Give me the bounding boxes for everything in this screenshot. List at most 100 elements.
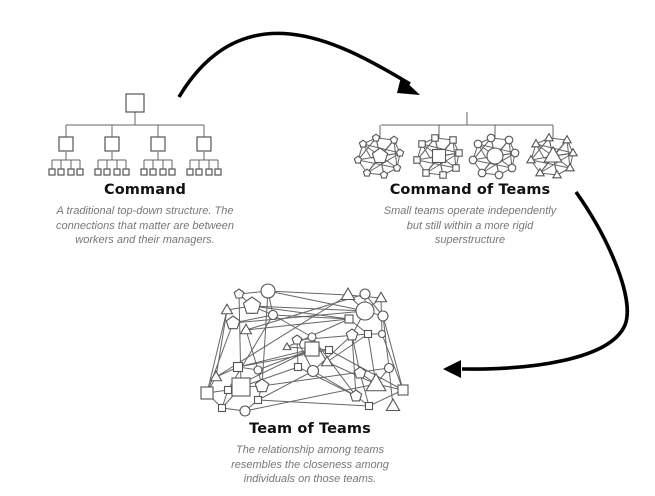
square-node bbox=[364, 401, 374, 411]
pentagon-node bbox=[395, 148, 405, 157]
team-link bbox=[357, 159, 398, 169]
square-node bbox=[231, 377, 251, 397]
network-link bbox=[326, 333, 369, 363]
team-of-teams-description-line: resembles the closeness among bbox=[231, 458, 389, 471]
square-node bbox=[113, 168, 121, 176]
command-of-teams-description-line: Small teams operate independently bbox=[383, 205, 557, 217]
triangle-node bbox=[282, 341, 292, 351]
square-node bbox=[293, 362, 303, 372]
square-node bbox=[431, 134, 439, 142]
circle-node bbox=[377, 329, 387, 339]
triangle-node bbox=[385, 398, 401, 412]
pentagon-node bbox=[379, 170, 389, 179]
triangle-node bbox=[534, 167, 546, 177]
triangle-node bbox=[530, 138, 542, 148]
square-node bbox=[363, 329, 373, 339]
square-node bbox=[57, 168, 65, 176]
network-link bbox=[272, 314, 350, 320]
pentagon-node bbox=[358, 139, 368, 148]
network-link bbox=[351, 334, 361, 374]
square-node bbox=[422, 169, 430, 177]
triangle-node bbox=[220, 303, 234, 315]
square-node bbox=[58, 136, 74, 152]
team-link bbox=[357, 137, 377, 161]
square-node bbox=[200, 386, 214, 400]
circle-node bbox=[507, 163, 517, 173]
square-node bbox=[452, 164, 460, 172]
team-of-teams-description-line: The relationship among teams bbox=[236, 444, 384, 456]
network-link bbox=[382, 315, 404, 391]
square-node bbox=[455, 149, 463, 157]
network-link bbox=[267, 290, 366, 312]
square-node bbox=[232, 361, 244, 373]
square-node bbox=[125, 93, 145, 113]
triangle-node bbox=[567, 147, 579, 157]
team-link bbox=[530, 137, 550, 161]
square-node bbox=[48, 168, 56, 176]
network-link bbox=[382, 315, 390, 369]
network-link bbox=[237, 348, 313, 368]
pentagon-node bbox=[345, 328, 359, 341]
network-link bbox=[245, 318, 350, 331]
team-of-teams-description-line: individuals on those teams. bbox=[243, 473, 377, 485]
square-node bbox=[324, 345, 334, 355]
square-node bbox=[413, 156, 421, 164]
pentagon-node bbox=[349, 389, 363, 402]
network-link bbox=[359, 372, 370, 407]
square-node bbox=[223, 385, 233, 395]
triangle-node bbox=[525, 154, 537, 164]
circle-node bbox=[267, 309, 279, 321]
square-node bbox=[304, 341, 320, 357]
team-of-teams-title: Team of Teams bbox=[249, 421, 371, 437]
network-link bbox=[261, 367, 390, 387]
square-node bbox=[104, 136, 120, 152]
command-description: A traditional top-down structure. The co… bbox=[15, 204, 275, 248]
network-link bbox=[267, 290, 349, 296]
square-node bbox=[186, 168, 194, 176]
triangle-node bbox=[543, 132, 555, 142]
triangle-node bbox=[209, 370, 223, 382]
command-description-line: connections that matter are between bbox=[56, 219, 234, 232]
circle-node bbox=[260, 283, 276, 299]
pentagon-node bbox=[392, 163, 402, 172]
command-of-teams-description: Small teams operate independently but st… bbox=[350, 204, 590, 248]
square-node bbox=[397, 384, 409, 396]
square-node bbox=[205, 168, 213, 176]
team-of-teams-description: The relationship among teams resembles t… bbox=[200, 443, 420, 487]
network-link bbox=[244, 383, 377, 412]
pentagon-node bbox=[353, 366, 367, 379]
square-node bbox=[150, 136, 166, 152]
arrow-command-of-teams-to-team-of-teams bbox=[461, 190, 630, 371]
triangle-node bbox=[564, 162, 576, 172]
team-link bbox=[539, 152, 574, 174]
team-link bbox=[472, 137, 492, 161]
pentagon-node bbox=[353, 155, 363, 164]
circle-node bbox=[307, 332, 317, 342]
square-node bbox=[418, 140, 426, 148]
network-link bbox=[261, 290, 269, 387]
command-of-teams-description-line: superstructure bbox=[434, 234, 506, 246]
team-link bbox=[421, 143, 460, 154]
circle-node bbox=[253, 365, 263, 375]
triangle-node bbox=[374, 291, 388, 303]
command-description-line: A traditional top-down structure. The bbox=[56, 205, 234, 217]
pentagon-node bbox=[225, 315, 241, 330]
network-link bbox=[251, 305, 350, 320]
square-node bbox=[140, 168, 148, 176]
triangle-node bbox=[551, 169, 563, 179]
arrow-command-to-command-of-teams bbox=[177, 31, 411, 98]
network-link bbox=[326, 361, 377, 385]
square-node bbox=[439, 171, 447, 179]
network-link bbox=[257, 370, 314, 401]
circle-node bbox=[504, 135, 514, 145]
circle-node bbox=[306, 364, 320, 378]
network-link bbox=[206, 322, 234, 394]
network-link bbox=[232, 310, 366, 324]
network-link bbox=[368, 389, 404, 407]
square-node bbox=[159, 168, 167, 176]
triangle-node bbox=[239, 323, 253, 335]
circle-node bbox=[510, 148, 520, 158]
pentagon-node bbox=[371, 147, 389, 164]
circle-node bbox=[359, 288, 371, 300]
